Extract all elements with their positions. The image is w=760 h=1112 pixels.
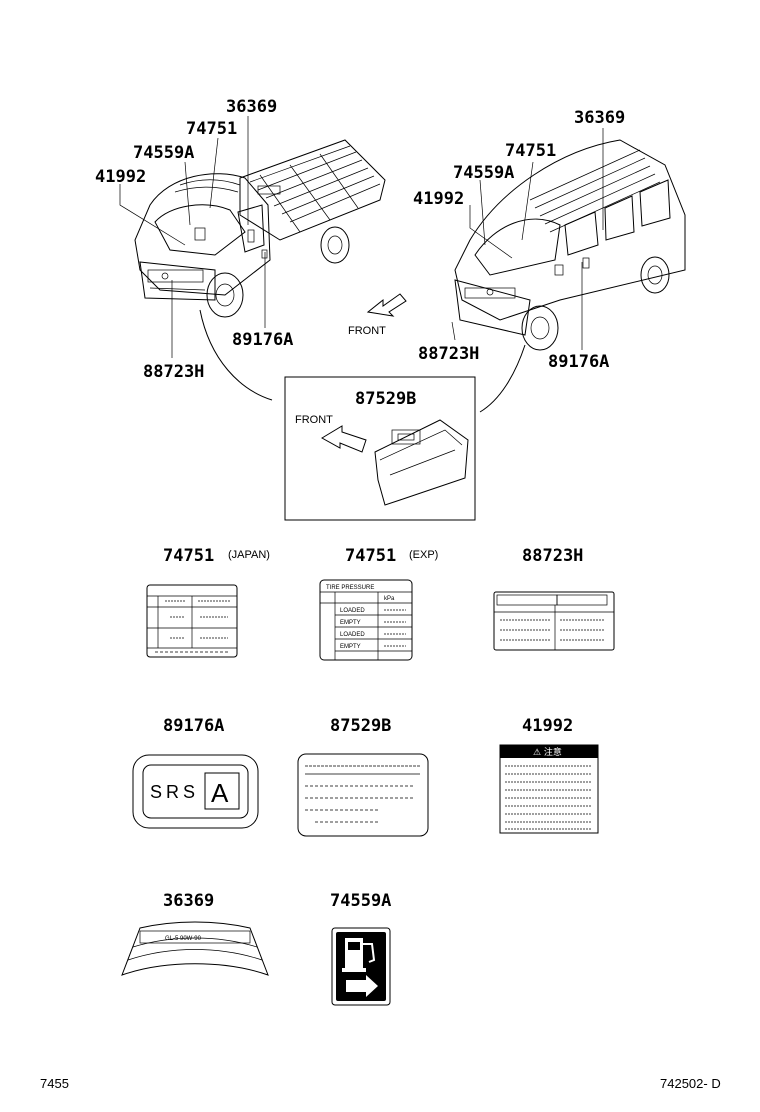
callout-van-89176a: 89176A	[548, 352, 609, 372]
callout-truck-74751: 74751	[186, 119, 237, 139]
label-74751-exp-row: LOADED	[340, 608, 365, 614]
label-74751-exp-row: EMPTY	[340, 620, 361, 626]
label-87529b-part: 87529B	[330, 716, 391, 736]
label-74751-exp-header: TIRE PRESSURE	[326, 585, 374, 591]
callout-van-41992: 41992	[413, 189, 464, 209]
callout-truck-74559a: 74559A	[133, 143, 194, 163]
label-88723h: 88723H	[493, 546, 615, 651]
label-36369-text: GL-5 90W-90	[165, 936, 202, 942]
label-36369: 36369 GL-5 90W-90	[121, 891, 269, 976]
label-74751-exp-suffix: (EXP)	[409, 549, 438, 561]
label-74751-exp-row: LOADED	[340, 632, 365, 638]
inset-box: 87529B FRONT	[284, 376, 476, 521]
label-74751-exp-part: 74751	[345, 546, 396, 566]
label-36369-part: 36369	[163, 891, 214, 911]
label-74559a-part: 74559A	[330, 891, 391, 911]
label-88723h-part: 88723H	[522, 546, 583, 566]
callout-van-74559a: 74559A	[453, 163, 514, 183]
label-74751-japan-part: 74751	[163, 546, 214, 566]
label-41992: 41992 ⚠ 注意	[499, 716, 599, 834]
label-89176a-part: 89176A	[163, 716, 224, 736]
truck-illustration	[134, 139, 386, 401]
truck-leader-lines	[119, 116, 266, 358]
label-89176a-text: SRS	[150, 782, 199, 802]
front-arrow-label: FRONT	[348, 325, 386, 337]
callout-van-88723h: 88723H	[418, 344, 479, 364]
label-41992-part: 41992	[522, 716, 573, 736]
callout-truck-41992: 41992	[95, 167, 146, 187]
label-87529b: 87529B	[297, 716, 429, 837]
truck-callouts: 36369 74751 74559A 41992 89176A 88723H	[95, 97, 293, 382]
footer-left: 7455	[40, 1076, 69, 1091]
front-arrow: FRONT	[348, 293, 407, 337]
label-74751-exp-col: kPa	[384, 596, 395, 602]
footer-right: 742502- D	[660, 1076, 721, 1091]
callout-truck-88723h: 88723H	[143, 362, 204, 382]
inset-front-label: FRONT	[295, 414, 333, 426]
label-74751-japan: 74751 (JAPAN)	[146, 546, 270, 658]
callout-truck-89176a: 89176A	[232, 330, 293, 350]
label-74751-exp-row: EMPTY	[340, 644, 361, 650]
van-leader-lines	[451, 128, 604, 350]
label-74751-exp: 74751 (EXP) TIRE PRESSURE kPa LOADED EMP…	[319, 546, 438, 661]
inset-front-arrow	[321, 425, 367, 453]
inset-part-number: 87529B	[355, 389, 416, 409]
label-89176a: 89176A SRS A	[132, 716, 259, 829]
callout-van-74751: 74751	[505, 141, 556, 161]
label-74559a: 74559A	[330, 891, 391, 1006]
label-89176a-box: A	[211, 778, 229, 808]
label-74751-japan-suffix: (JAPAN)	[228, 549, 270, 561]
van-illustration	[454, 139, 686, 413]
van-callouts: 36369 74751 74559A 41992 88723H 89176A	[413, 108, 625, 372]
callout-truck-36369: 36369	[226, 97, 277, 117]
callout-van-36369: 36369	[574, 108, 625, 128]
label-41992-header: ⚠ 注意	[533, 746, 562, 758]
